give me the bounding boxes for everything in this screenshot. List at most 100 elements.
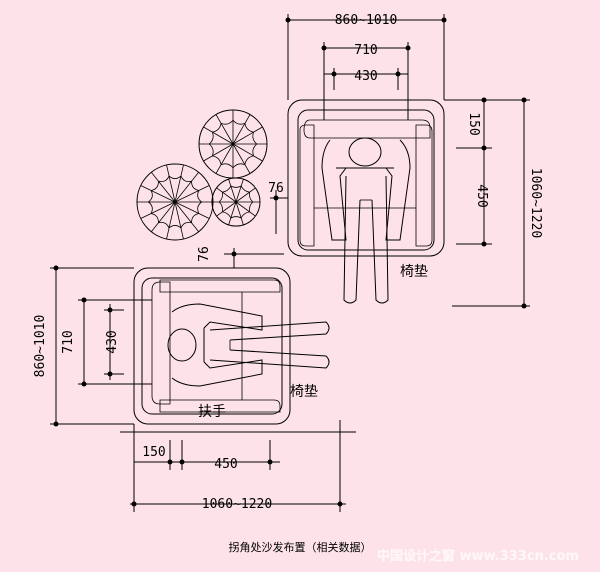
label-armrest: 扶手	[198, 404, 226, 420]
plant-spoke	[174, 185, 210, 203]
plant-spoke	[166, 201, 176, 240]
top-sofa-back-cushion	[303, 119, 431, 139]
plant-spoke	[140, 185, 176, 203]
plant-leaf-arc	[150, 213, 159, 223]
plant-spoke	[174, 172, 200, 203]
top-sofa-inner	[297, 109, 435, 251]
plant-leaf-arc	[220, 119, 234, 125]
dim-bottom-back: 150	[142, 445, 165, 460]
gap-dimensions: 76 76	[197, 181, 288, 268]
plant-spoke	[235, 201, 256, 217]
left-sofa-inner	[141, 277, 283, 415]
plant-leaf-arc	[197, 190, 202, 203]
plant-spoke	[235, 201, 244, 225]
plant-spoke	[228, 201, 237, 225]
plant-leaf-arc	[249, 192, 254, 203]
plant-spoke	[174, 164, 184, 203]
left-sofa	[133, 267, 291, 425]
dim-bottom-overall: 1060~1220	[202, 497, 272, 512]
plant-leaf-arc	[230, 216, 242, 219]
bottom-dimensions: 1060~1220 150 450	[120, 420, 356, 512]
plant-leaf-arc	[222, 211, 232, 219]
plant-spoke	[166, 164, 176, 203]
plant-leaf-arc	[168, 225, 182, 229]
plant-leaf-arc	[252, 143, 258, 157]
plant-spoke	[150, 172, 176, 203]
plant-leaf-arc	[191, 181, 200, 191]
plant-spoke	[140, 201, 176, 219]
plant-spoke	[232, 126, 263, 145]
top-person	[321, 137, 411, 304]
top-sofa-left-arm	[299, 124, 315, 247]
plant-leaf-arc	[148, 190, 153, 203]
plant-leaf-arc	[244, 123, 254, 133]
right-dimensions: 1060~1220 150 450	[444, 97, 543, 309]
left-sofa-outer	[133, 267, 291, 425]
plant-leaf-arc	[230, 185, 242, 188]
plant-spoke	[174, 201, 184, 240]
plant-leaf-arc	[191, 213, 200, 223]
left-sofa-back-cushion	[151, 281, 171, 405]
top-sofa-outer	[287, 99, 445, 257]
dim-right-overall: 1060~1220	[528, 168, 543, 238]
plant-leaf-arc	[208, 131, 214, 145]
plant-spoke	[203, 126, 234, 145]
dim-gap-left: 76	[197, 246, 212, 262]
plant-leaf-arc	[222, 185, 232, 193]
dim-left-cushion: 430	[105, 330, 120, 353]
plant-leaf-arc	[148, 201, 153, 214]
plant-leaf-arc	[249, 201, 254, 212]
left-sofa-top-arm	[159, 279, 281, 293]
plant-leaf-arc	[212, 155, 222, 165]
plant-leaf-arc	[180, 221, 192, 229]
watermark-text: 中国设计之窗 www.333cn.com	[377, 548, 579, 564]
plant-spoke	[232, 114, 251, 145]
top-sofa-right-arm	[415, 124, 433, 247]
plant-leaf-arc	[212, 123, 222, 133]
plant-spoke	[216, 201, 237, 217]
left-person	[167, 303, 330, 387]
dim-left-overall: 860~1010	[33, 315, 48, 378]
label-cushion-top: 椅垫	[400, 264, 428, 280]
dim-top-cushion: 430	[354, 69, 377, 84]
plant-leaf-arc	[150, 181, 159, 191]
plant-spoke	[203, 143, 234, 162]
plant-spoke	[228, 179, 237, 203]
plant-spoke	[232, 143, 251, 174]
left-dimensions: 860~1010 710 430	[33, 265, 152, 427]
plant-leaf-arc	[208, 143, 214, 157]
plant-spoke	[235, 187, 256, 203]
plant-spoke	[232, 143, 263, 162]
plant-leaf-arc	[244, 155, 254, 165]
plant-leaf-arc	[197, 201, 202, 214]
plant-leaf-arc	[240, 185, 250, 193]
plant-spoke	[174, 201, 200, 232]
plant-spoke	[215, 143, 234, 174]
dim-right-back: 150	[466, 112, 481, 135]
top-sofa	[287, 99, 445, 257]
plant-spoke	[150, 201, 176, 232]
plant-leaf-arc	[158, 175, 170, 183]
plant-leaf-arc	[180, 175, 192, 183]
plant-leaf-arc	[218, 201, 223, 212]
plant-leaf-arc	[158, 221, 170, 229]
left-sofa-bottom-arm	[159, 399, 281, 413]
label-cushion-left: 椅垫	[290, 384, 318, 400]
dim-right-seat: 450	[474, 184, 489, 207]
dim-left-seat: 710	[61, 330, 76, 353]
plant-leaf-arc	[168, 175, 182, 179]
plant-leaf-arc	[240, 211, 250, 219]
figure-caption: 拐角处沙发布置（相关数据）	[229, 540, 372, 554]
plant-leaf-arc	[232, 163, 246, 169]
plant-leaf-arc	[218, 192, 223, 203]
plant-spoke	[215, 114, 234, 145]
plant-spoke	[216, 187, 237, 203]
plant-leaf-arc	[220, 163, 234, 169]
plant-leaf-arc	[252, 131, 258, 145]
top-dimensions: 860~1010 710 430	[285, 13, 447, 120]
plant-leaf-arc	[232, 119, 246, 125]
plant-spoke	[235, 179, 244, 203]
dim-gap-top: 76	[268, 181, 284, 196]
